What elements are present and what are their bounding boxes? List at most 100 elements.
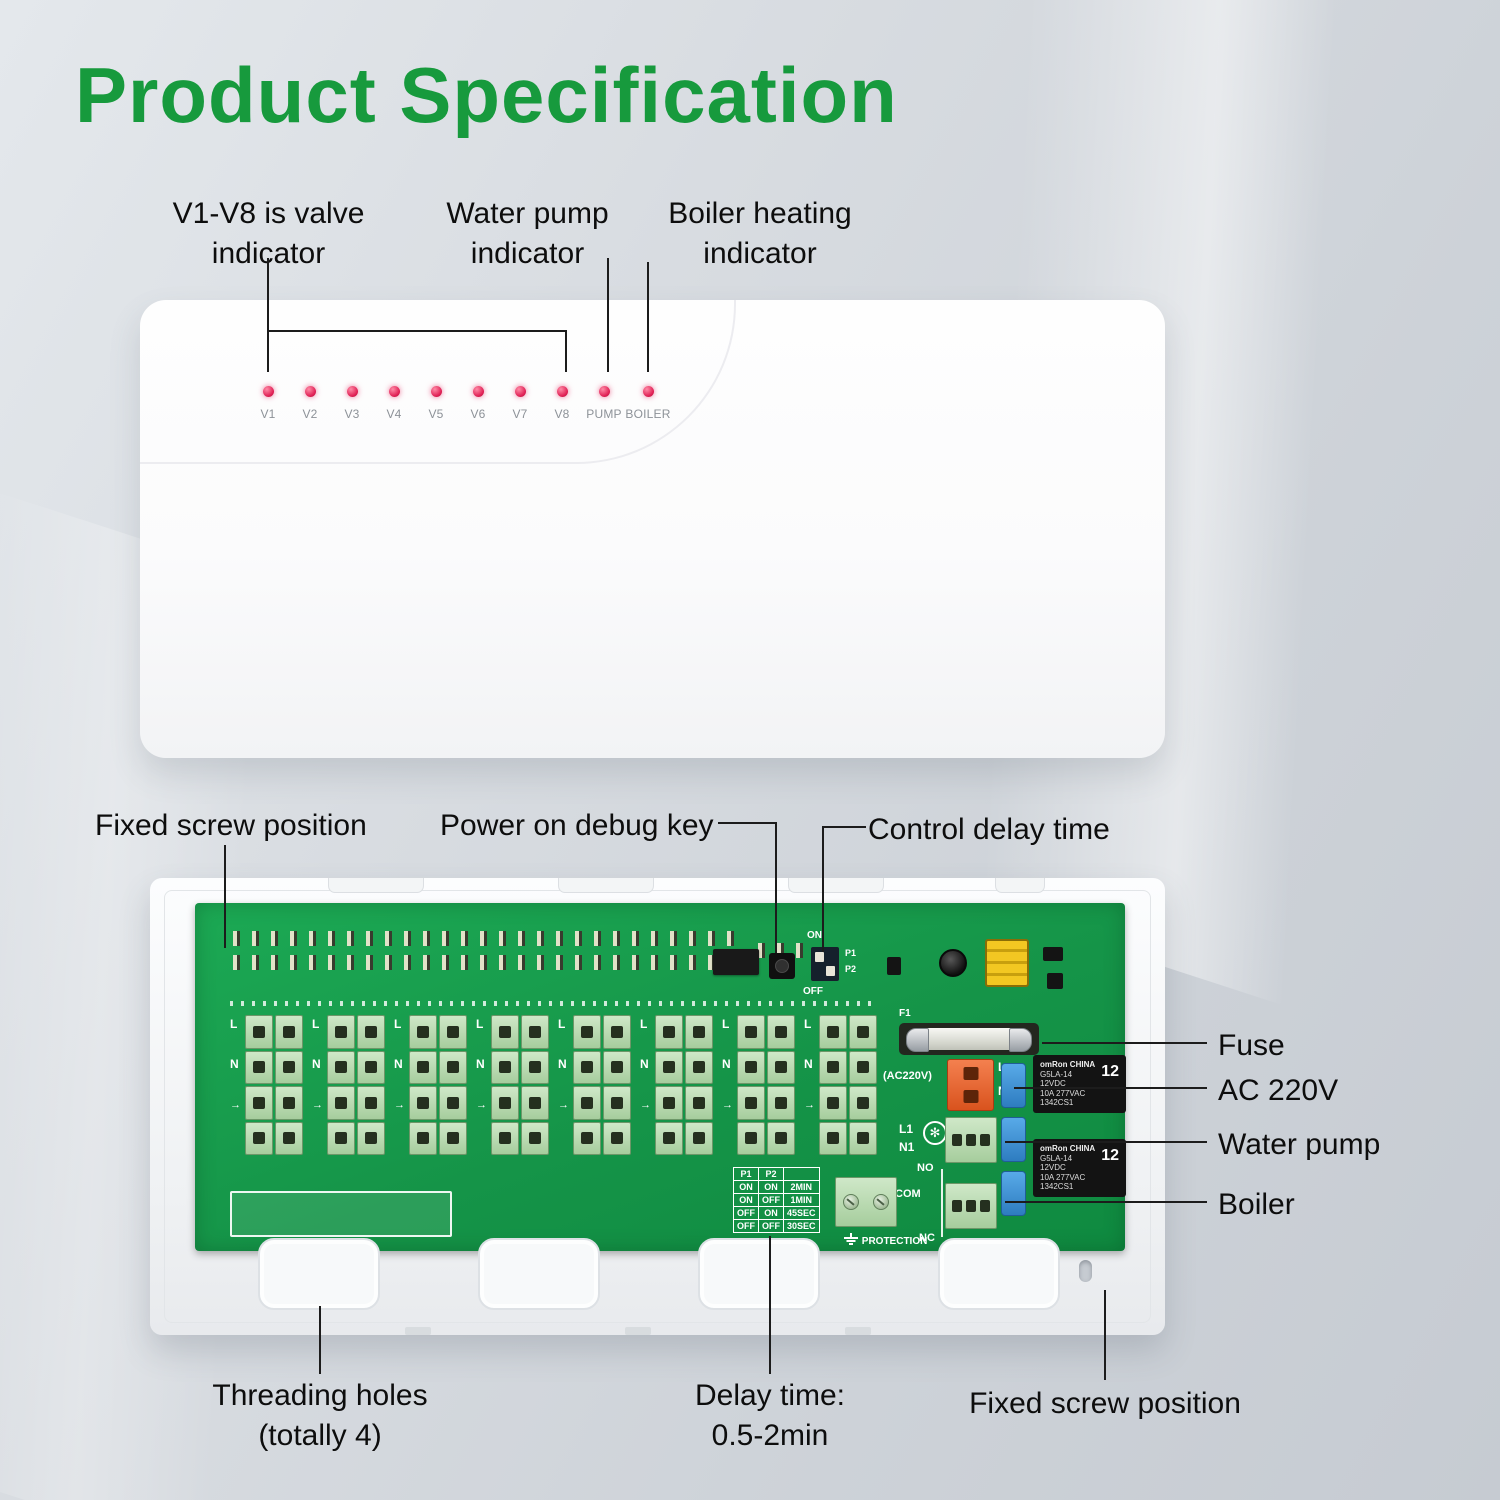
delay-table-cell: 30SEC: [783, 1219, 820, 1233]
terminal-column: [491, 1015, 519, 1155]
earth-ground-icon: [843, 1233, 859, 1246]
led-boiler: BOILER: [622, 386, 674, 421]
terminal-column: [655, 1015, 683, 1155]
terminal-cell: [737, 1015, 765, 1049]
terminal-cell: [819, 1086, 847, 1120]
terminal-cell: [767, 1015, 795, 1049]
terminal-cell: [439, 1086, 467, 1120]
terminal-cell: [603, 1050, 631, 1084]
terminal-cell: [245, 1050, 273, 1084]
terminal-cell: [491, 1086, 519, 1120]
electrolytic-capacitor: [939, 949, 967, 977]
delay-table-cell: 2MIN: [783, 1180, 820, 1194]
terminal-cell: [409, 1050, 437, 1084]
terminal-column: [819, 1015, 847, 1155]
terminal-label-live: L: [230, 1017, 238, 1031]
glass-fuse: [906, 1028, 1032, 1052]
terminal-silkscreen: L N →: [312, 1015, 325, 1155]
callout-line-pump: [607, 258, 609, 372]
delay-table-header: P2: [758, 1167, 784, 1181]
delay-table-cell: ON: [733, 1180, 759, 1194]
led-v6: V6: [455, 386, 501, 421]
terminal-cell: [737, 1086, 765, 1120]
controller-open-view: L N → L N →: [150, 878, 1165, 1335]
delay-table-row: ON ON 2MIN: [733, 1180, 820, 1194]
delay-table-header: [783, 1167, 820, 1181]
terminal-silkscreen: L N →: [230, 1015, 243, 1155]
relay-brand: omRon: [1040, 1060, 1068, 1069]
threading-hole: [258, 1238, 380, 1310]
terminal-cell: [573, 1050, 601, 1084]
led-v8: V8: [539, 386, 585, 421]
callout-valve-indicator: V1-V8 is valve indicator: [166, 194, 371, 273]
terminal-cell: [819, 1121, 847, 1155]
relay-water-pump: omRon CHINA G5LA-14 12VDC 10A 277VAC 134…: [1033, 1055, 1126, 1113]
callout-control-delay: Control delay time: [868, 813, 1110, 846]
led-label: V7: [512, 407, 528, 421]
callout-fixed-screw-left: Fixed screw position: [95, 809, 367, 842]
protection-terminal: [835, 1177, 897, 1227]
terminal-cell: [603, 1015, 631, 1049]
callout-line-debug-v: [775, 822, 777, 953]
enclosure-clip: [995, 878, 1045, 893]
callout-boiler-right: Boiler: [1218, 1188, 1295, 1221]
led-dot: [304, 386, 316, 397]
terminal-cell: [573, 1086, 601, 1120]
relay-model: G5LA-14: [1040, 1069, 1073, 1079]
relay-brand: omRon: [1040, 1144, 1068, 1153]
terminal-block-group-v4: L N →: [476, 1015, 550, 1155]
led-label: V1: [260, 407, 276, 421]
arrow-icon: →: [476, 1099, 487, 1111]
terminal-label-neutral: N: [804, 1057, 813, 1071]
dip-off-label: OFF: [803, 986, 823, 997]
terminal-column: [327, 1015, 355, 1155]
terminal-column: [603, 1015, 631, 1155]
dip-on-label: ON: [807, 930, 822, 941]
arrow-icon: →: [230, 1099, 241, 1111]
terminal-cell: [819, 1015, 847, 1049]
led-label: BOILER: [625, 407, 671, 421]
relay-coil: 12VDC: [1040, 1163, 1066, 1173]
delay-table-header: P1: [733, 1167, 759, 1181]
terminal-column: [685, 1015, 713, 1155]
terminal-label-neutral: N: [394, 1057, 403, 1071]
terminal-block-group-v5: L N →: [558, 1015, 632, 1155]
pcb: L N → L N →: [195, 903, 1126, 1251]
delay-table-cell: ON: [758, 1180, 784, 1194]
terminal-label-live: L: [558, 1017, 566, 1031]
callout-line-debug-h: [718, 822, 777, 824]
callout-fixed-screw-right: Fixed screw position: [969, 1387, 1241, 1420]
led-dot: [388, 386, 400, 397]
terminal-label-neutral: N: [312, 1057, 321, 1071]
delay-table-cell: ON: [758, 1206, 784, 1220]
terminal-cell: [245, 1121, 273, 1155]
led-label: V6: [470, 407, 486, 421]
terminal-column: [521, 1015, 549, 1155]
terminal-cell: [685, 1086, 713, 1120]
callout-line-boiler: [647, 262, 649, 372]
led-v5: V5: [413, 386, 459, 421]
led-v2: V2: [287, 386, 333, 421]
pump-fan-icon: ✻: [923, 1121, 947, 1145]
terminal-cell: [767, 1121, 795, 1155]
terminal-cell: [573, 1015, 601, 1049]
callout-line-threading: [319, 1306, 321, 1374]
terminal-cell: [275, 1015, 303, 1049]
terminal-cell: [849, 1121, 877, 1155]
callout-line-delay-v: [822, 826, 824, 952]
terminal-cell: [767, 1086, 795, 1120]
callout-threading-line1: Threading holes: [212, 1379, 428, 1412]
delay-table-row: OFF OFF 30SEC: [733, 1219, 820, 1233]
callout-line-valve-v8: [565, 330, 567, 372]
terminal-cell: [819, 1050, 847, 1084]
callout-pump-line2: indicator: [470, 236, 585, 270]
callout-pump-line1: Water pump: [446, 197, 609, 230]
terminal-cell: [327, 1050, 355, 1084]
terminal-column: [275, 1015, 303, 1155]
led-dot: [514, 386, 526, 397]
led-label: V3: [344, 407, 360, 421]
callout-ac220v: AC 220V: [1218, 1074, 1339, 1107]
callout-line-ac220v: [1014, 1087, 1207, 1089]
terminal-silkscreen: L N →: [558, 1015, 571, 1155]
small-component: [1047, 973, 1063, 989]
